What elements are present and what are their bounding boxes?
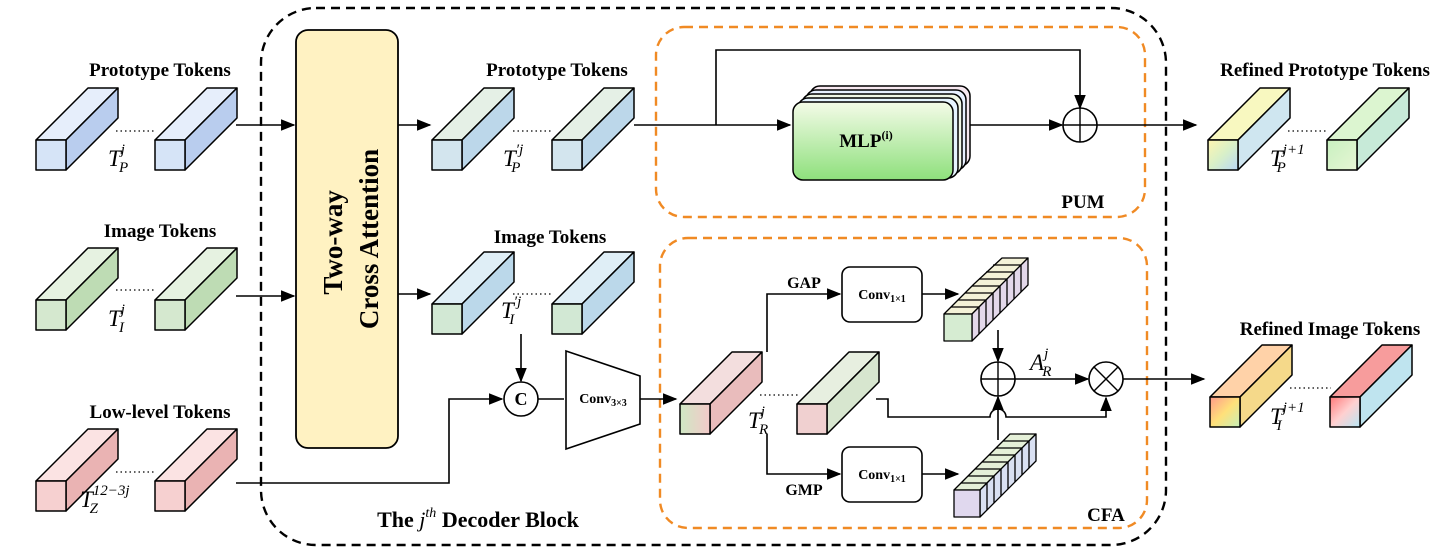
arrow-lowlevel-to-concat — [236, 393, 504, 484]
prototype-tokens-in-label: Prototype Tokens — [89, 60, 231, 81]
conv1x1-gmp-label: Conv1×1 — [858, 468, 906, 485]
image-token-cube-1 — [35, 247, 119, 331]
gmp-label: GMP — [785, 482, 823, 499]
pum-add-node — [1062, 107, 1098, 143]
prototype-token-cube-2 — [154, 87, 238, 171]
pum-skip-connection — [715, 49, 1086, 125]
image-tokens-mid-label: Image Tokens — [494, 227, 606, 248]
cross-attention-block — [295, 29, 399, 449]
tr-cube-2 — [796, 351, 880, 435]
conv3x3-block — [565, 349, 641, 451]
refined-proto-cube-2 — [1326, 87, 1410, 171]
cross-attention-label: Two-way Cross Attention — [318, 149, 384, 329]
mlp-stack — [792, 85, 971, 181]
refined-proto-cube-1 — [1207, 87, 1291, 171]
lowlevel-token-cube-1 — [35, 428, 119, 512]
image-mid-cube-1 — [431, 251, 515, 335]
conv3x3-label: Conv3×3 — [579, 392, 627, 409]
pum-label: PUM — [1061, 192, 1104, 213]
image-mid-cube-2 — [551, 251, 635, 335]
concat-label: C — [515, 389, 528, 409]
gap-label: GAP — [787, 275, 821, 292]
lowlevel-token-cube-2 — [154, 428, 238, 512]
refined-image-cube-2 — [1329, 344, 1413, 428]
refined-image-cube-1 — [1209, 344, 1293, 428]
decoder-block-border — [259, 6, 1168, 547]
prototype-mid-cube-1 — [431, 87, 515, 171]
gap-attention-vector — [943, 257, 1029, 342]
pum-box — [654, 25, 1147, 219]
refined-prototype-label: Refined Prototype Tokens — [1220, 60, 1430, 81]
prototype-tokens-mid-label: Prototype Tokens — [486, 60, 628, 81]
cfa-add-node — [980, 361, 1016, 397]
mlp-label: MLP(i) — [839, 128, 893, 152]
refined-image-label: Refined Image Tokens — [1240, 319, 1421, 340]
cfa-box — [658, 236, 1149, 530]
tr-cube-1 — [679, 351, 763, 435]
arrow-tr-to-gmp-conv — [766, 434, 842, 480]
lowlevel-tokens-in-label: Low-level Tokens — [90, 402, 231, 423]
image-token-cube-2 — [154, 247, 238, 331]
arrow-tr-to-multiply — [876, 396, 1112, 418]
cfa-label: CFA — [1087, 505, 1125, 526]
image-tokens-in-label: Image Tokens — [104, 221, 216, 242]
decoder-block-title: The jth Decoder Block — [377, 506, 580, 532]
prototype-mid-cube-2 — [551, 87, 635, 171]
prototype-token-cube-1 — [35, 87, 119, 171]
cfa-multiply-node — [1088, 361, 1124, 397]
arrow-tr-to-gap-conv — [766, 288, 842, 352]
conv1x1-gap-label: Conv1×1 — [858, 288, 906, 305]
gmp-attention-vector — [953, 433, 1037, 518]
